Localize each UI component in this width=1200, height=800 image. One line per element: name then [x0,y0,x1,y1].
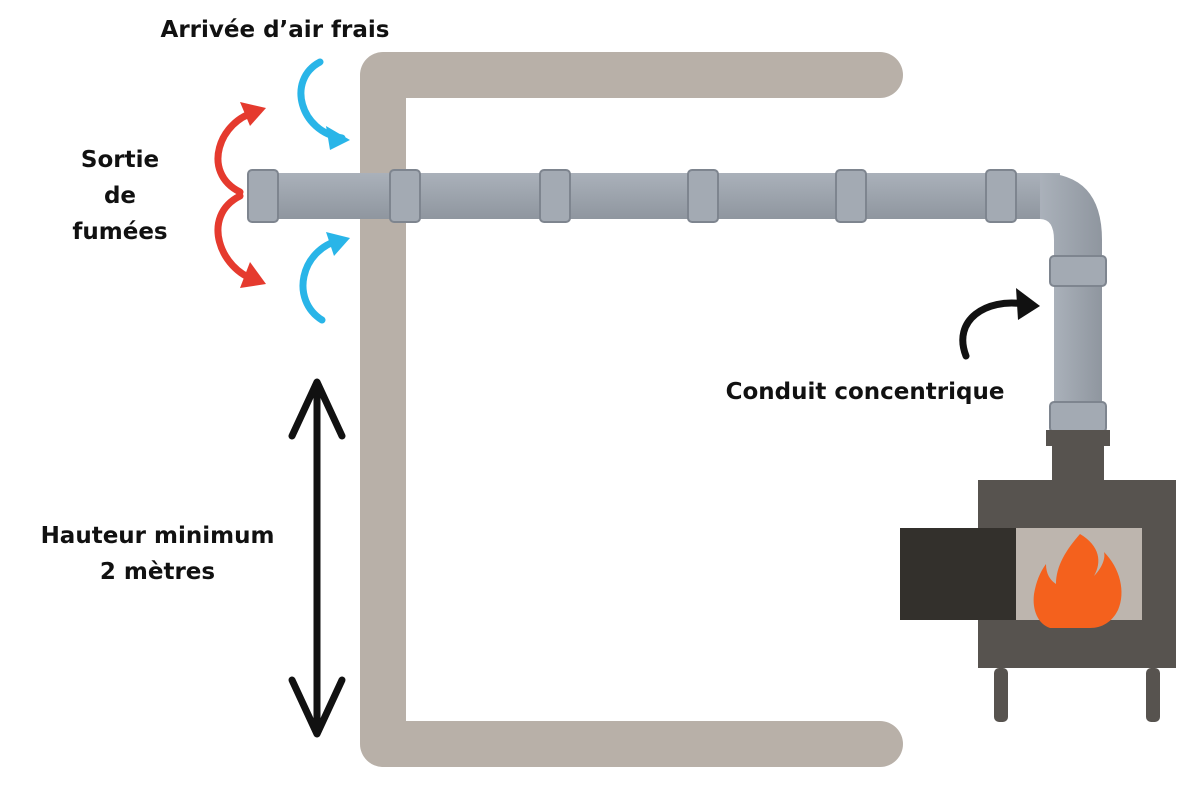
pointer-arrow-head [1016,288,1040,320]
height-double-arrow [288,378,346,738]
fresh-air-inlet-label: Arrivée d’air frais [160,17,390,43]
min-height-label-line: 2 mètres [99,559,216,585]
height-arrow-head-top [288,378,346,440]
duct-joint [687,169,719,223]
fresh-air-arrows [297,58,350,324]
duct-joint [539,169,571,223]
wood-stove [900,430,1176,722]
smoke-arrow-icon [214,192,260,284]
conduit-pointer-arrow [959,288,1040,360]
air-arrow-icon [297,58,346,142]
stove-door [900,528,1018,620]
wall [360,52,903,767]
smoke-arrow-icon [214,108,260,196]
duct-horizontal [250,173,1060,219]
smoke-arrow-head [240,262,266,288]
air-arrow-icon [299,236,344,324]
duct-joint [389,169,421,223]
flame-icon [1033,534,1122,628]
smoke-arrow-head [240,102,266,126]
duct-joint [1049,255,1107,287]
min-height-label-line: Hauteur minimum [40,523,275,549]
smoke-outlet-label-line: fumées [72,219,168,245]
stove-leg [994,668,1008,722]
duct-joint [247,169,279,223]
air-arrow-head [326,126,350,150]
wall-shape [360,52,903,767]
stove-leg [1146,668,1160,722]
duct-joint [835,169,867,223]
min-height-label: Hauteur minimum 2 mètres [15,518,300,590]
height-arrow-head-bottom [288,676,346,738]
stove-collar [1046,430,1110,446]
smoke-arrows [214,102,266,288]
smoke-outlet-label-line: de [103,183,137,209]
stove-neck [1052,444,1104,484]
air-arrow-head [326,232,350,256]
pointer-arrow-icon [959,299,1028,360]
concentric-duct-label: Conduit concentrique [725,379,1005,405]
duct-joint [1049,401,1107,433]
smoke-outlet-label: Sortie de fumées [40,142,200,250]
concentric-duct [247,169,1107,435]
duct-elbow [1040,173,1102,260]
duct-joint [985,169,1017,223]
smoke-outlet-label-line: Sortie [80,147,160,173]
